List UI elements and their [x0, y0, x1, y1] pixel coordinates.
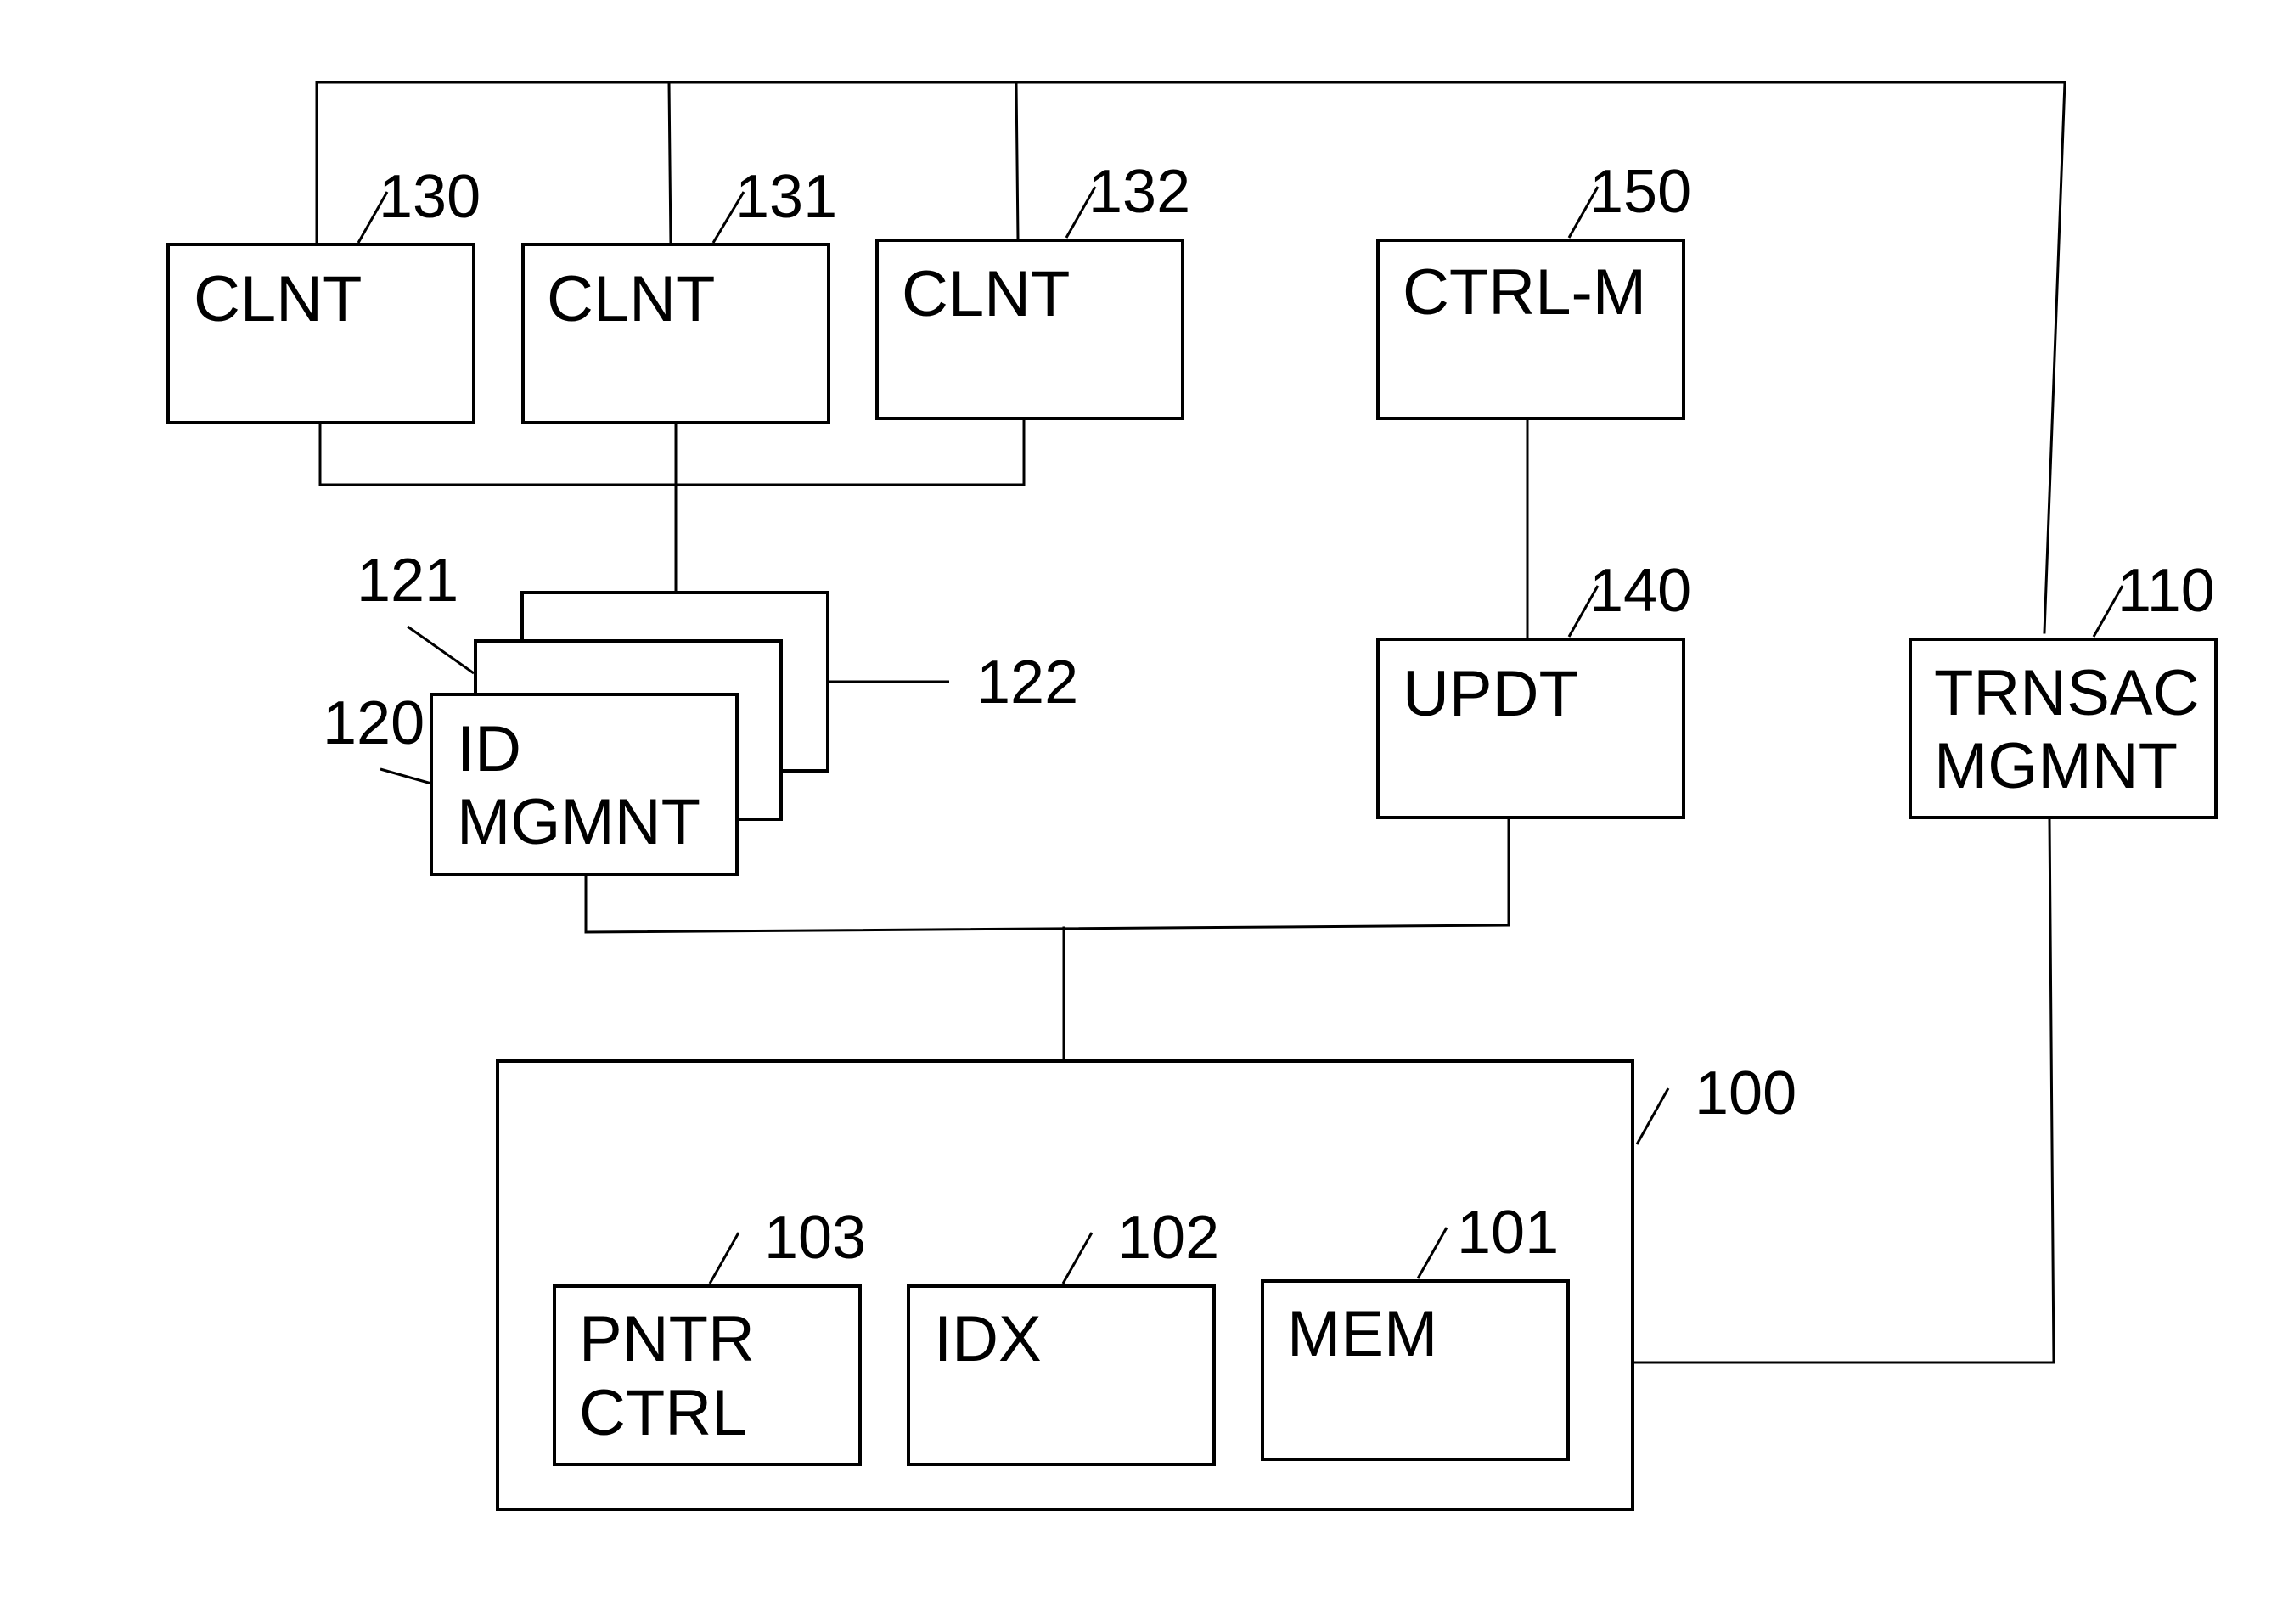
ref-101: 101: [1457, 1199, 1559, 1267]
ref-110: 110: [2117, 557, 2215, 625]
ctrl-m-label: CTRL-M: [1403, 256, 1646, 329]
client-label-132: CLNT: [902, 258, 1070, 330]
ref-120: 120: [323, 689, 425, 757]
top-bus-drop-131: [669, 82, 671, 244]
ref-103: 103: [764, 1204, 866, 1272]
client-label-131: CLNT: [547, 263, 715, 335]
id-mgmnt-label-line2: MGMNT: [457, 786, 700, 858]
leader-121: [408, 627, 474, 673]
client-bus-line: [320, 421, 1024, 485]
id-mgmnt-label-line1: ID: [457, 713, 521, 785]
ref-100: 100: [1695, 1059, 1796, 1127]
idx-label: IDX: [934, 1303, 1042, 1375]
top-bus-drop-132: [1016, 82, 1018, 240]
pntr-label-line1: PNTR: [579, 1303, 755, 1375]
trnsac-label-line1: TRNSAC: [1934, 657, 2199, 729]
ref-130: 130: [379, 163, 481, 231]
ref-121: 121: [357, 547, 458, 615]
pntr-label-line2: CTRL: [579, 1377, 747, 1449]
mem-label: MEM: [1287, 1298, 1437, 1370]
ref-131: 131: [735, 163, 837, 231]
ref-140: 140: [1589, 557, 1691, 625]
trnsac-label-line2: MGMNT: [1934, 730, 2178, 802]
ref-132: 132: [1088, 158, 1190, 226]
leader-100: [1637, 1088, 1668, 1144]
updt-label: UPDT: [1403, 658, 1578, 730]
leader-120: [380, 769, 431, 784]
ref-150: 150: [1589, 158, 1691, 226]
ref-102: 102: [1117, 1204, 1219, 1272]
ref-122: 122: [976, 649, 1078, 716]
client-label-130: CLNT: [194, 263, 362, 335]
